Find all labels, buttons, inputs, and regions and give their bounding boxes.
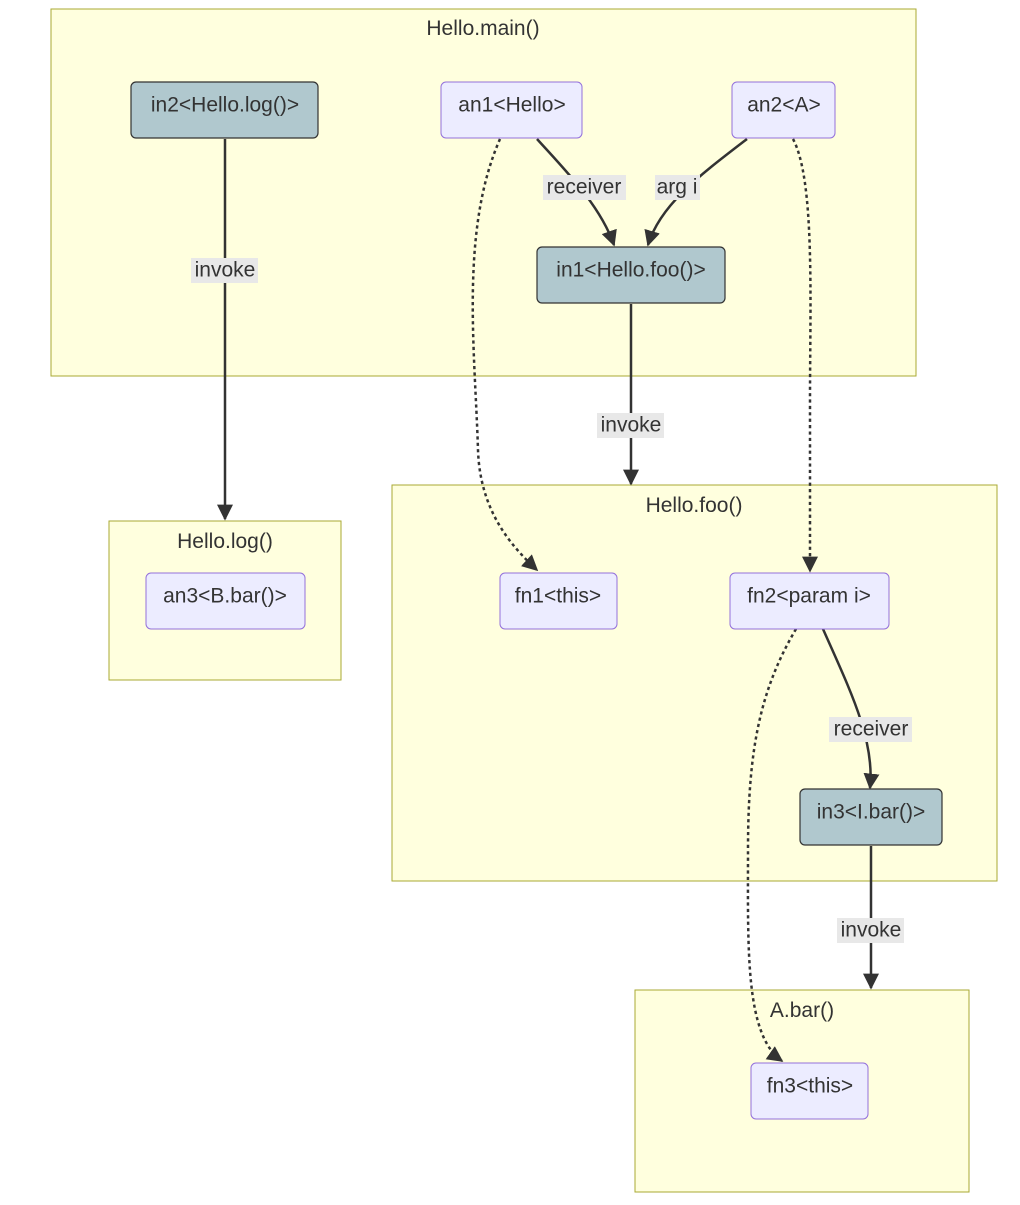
svg-text:an2<A>: an2<A>	[747, 94, 821, 117]
edge-fn2-fn3-dotted	[746, 628, 798, 1063]
cluster-a-bar-title: A.bar()	[770, 999, 834, 1022]
svg-text:receiver: receiver	[834, 718, 909, 741]
node-an1: an1<Hello>	[440, 81, 583, 139]
node-an2: an2<A>	[731, 81, 836, 139]
edge-an2-fn2-dotted	[791, 138, 818, 573]
cluster-hello-foo-title: Hello.foo()	[646, 494, 743, 517]
edge-label-in3-invoke: invoke	[837, 918, 904, 943]
edge-an1-fn1-dotted	[471, 138, 539, 572]
svg-text:in1<Hello.foo()>: in1<Hello.foo()>	[556, 259, 705, 282]
svg-text:fn1<this>: fn1<this>	[515, 585, 601, 608]
svg-text:invoke: invoke	[841, 919, 902, 942]
svg-text:invoke: invoke	[195, 259, 256, 282]
svg-text:in2<Hello.log()>: in2<Hello.log()>	[151, 94, 299, 117]
node-in3: in3<I.bar()>	[799, 788, 943, 846]
svg-text:receiver: receiver	[547, 176, 622, 199]
cluster-hello-main: Hello.main()	[50, 8, 917, 377]
node-in2: in2<Hello.log()>	[130, 81, 319, 139]
svg-text:arg i: arg i	[657, 176, 698, 199]
edge-label-fn2-receiver: receiver	[829, 717, 912, 742]
node-fn1: fn1<this>	[499, 572, 618, 630]
node-fn3: fn3<this>	[750, 1062, 869, 1120]
svg-text:in3<I.bar()>: in3<I.bar()>	[817, 801, 926, 824]
cluster-hello-main-title: Hello.main()	[426, 17, 539, 40]
edge-label-in2-invoke: invoke	[191, 258, 258, 283]
svg-text:an1<Hello>: an1<Hello>	[458, 94, 565, 117]
node-fn2: fn2<param i>	[729, 572, 890, 630]
svg-text:an3<B.bar()>: an3<B.bar()>	[163, 585, 287, 608]
edge-label-an2-arg: arg i	[655, 175, 700, 200]
svg-text:invoke: invoke	[601, 414, 662, 437]
svg-text:fn3<this>: fn3<this>	[767, 1075, 853, 1098]
edge-fn2-receiver	[821, 628, 880, 790]
node-in1: in1<Hello.foo()>	[536, 246, 726, 304]
cluster-hello-log-title: Hello.log()	[177, 530, 273, 553]
svg-text:fn2<param i>: fn2<param i>	[747, 585, 871, 608]
node-an3: an3<B.bar()>	[145, 572, 306, 630]
edge-label-in1-invoke: invoke	[597, 413, 664, 438]
edge-label-an1-receiver: receiver	[543, 175, 626, 200]
